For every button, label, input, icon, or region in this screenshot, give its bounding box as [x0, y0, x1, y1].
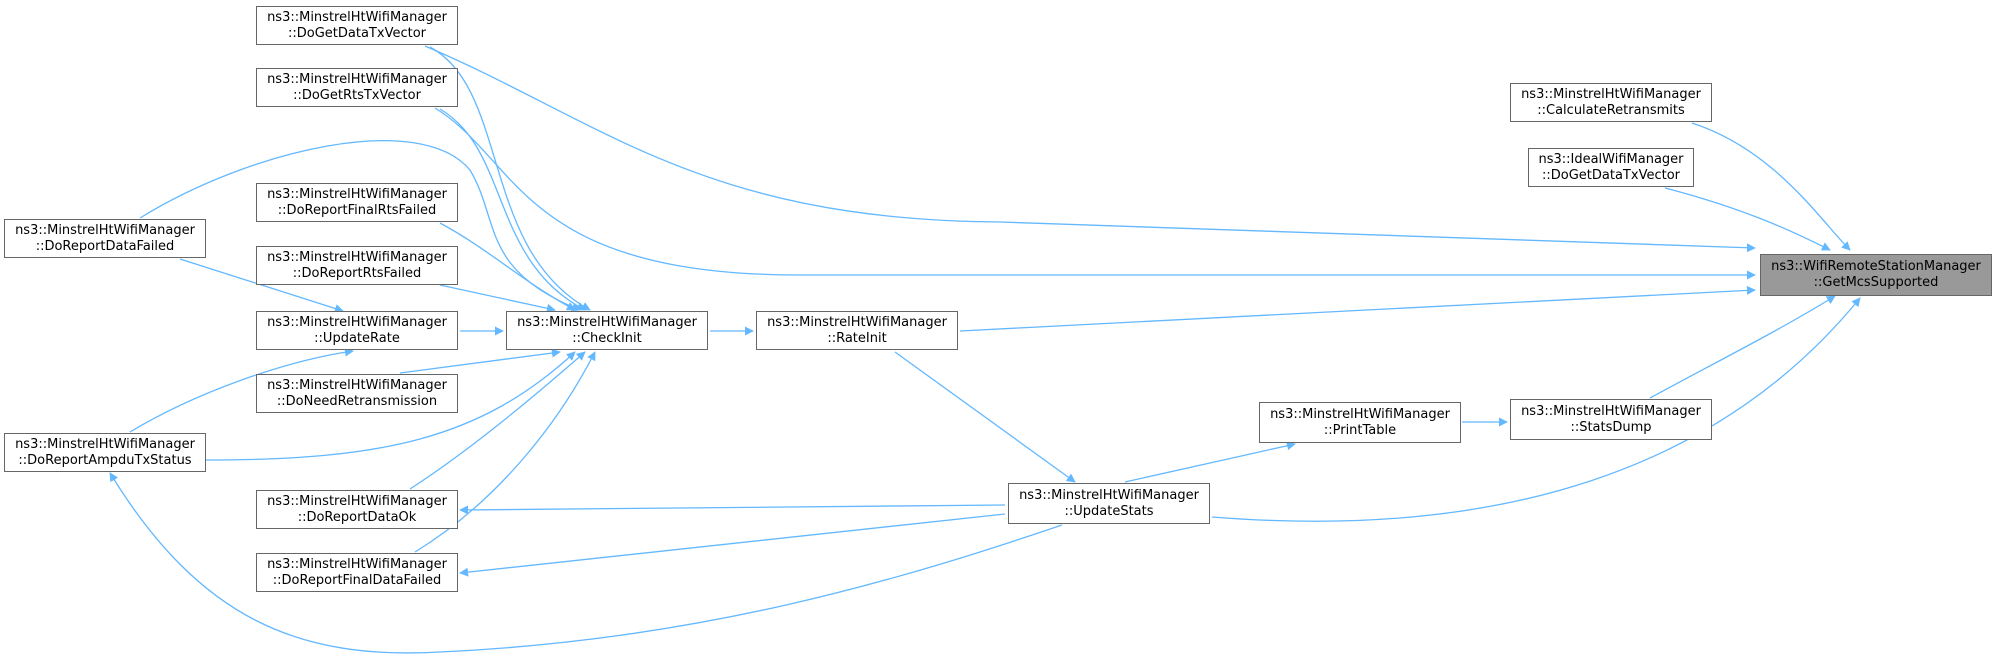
edge-getrtstx-root — [434, 107, 1756, 280]
node-label-line2: ::DoGetDataTxVector — [288, 25, 426, 41]
node-printtable[interactable]: ns3::MinstrelHtWifiManager ::PrintTable — [1259, 402, 1461, 443]
node-rateinit[interactable]: ns3::MinstrelHtWifiManager ::RateInit — [756, 311, 958, 350]
node-root-getmcssupported: ns3::WifiRemoteStationManager ::GetMcsSu… — [1760, 254, 1992, 296]
edge-datafailed-updaterate — [179, 258, 344, 313]
node-label-line2: ::UpdateRate — [314, 330, 400, 346]
node-dogetrtstxvector[interactable]: ns3::MinstrelHtWifiManager ::DoGetRtsTxV… — [256, 68, 458, 107]
edge-dataok-checkinit — [409, 351, 586, 490]
node-label-line1: ns3::IdealWifiManager — [1538, 151, 1684, 167]
node-label-line2: ::PrintTable — [1323, 422, 1397, 438]
node-label-line1: ns3::MinstrelHtWifiManager — [267, 186, 447, 202]
node-dogetdatatxvector[interactable]: ns3::MinstrelHtWifiManager ::DoGetDataTx… — [256, 6, 458, 45]
node-label-line1: ns3::MinstrelHtWifiManager — [15, 436, 195, 452]
node-label-line2: ::CalculateRetransmits — [1537, 102, 1685, 118]
node-label-line2: ::DoGetRtsTxVector — [293, 87, 421, 103]
edge-updatestats-printtable — [1124, 441, 1296, 483]
node-label-line2: ::DoNeedRetransmission — [276, 393, 438, 409]
node-checkinit[interactable]: ns3::MinstrelHtWifiManager ::CheckInit — [506, 311, 708, 350]
node-label-line1: ns3::MinstrelHtWifiManager — [267, 249, 447, 265]
node-label-line1: ns3::MinstrelHtWifiManager — [767, 314, 947, 330]
node-label-line2: ::DoReportFinalRtsFailed — [277, 202, 437, 218]
node-doneedretransmission[interactable]: ns3::MinstrelHtWifiManager ::DoNeedRetra… — [256, 374, 458, 413]
node-label-line1: ns3::MinstrelHtWifiManager — [1270, 406, 1450, 422]
edge-updatestats-root — [1211, 297, 1861, 522]
node-label-line1: ns3::MinstrelHtWifiManager — [267, 493, 447, 509]
edge-updatestats-ampdutx — [109, 472, 1063, 654]
edge-finalrtsfailed-checkinit — [439, 222, 576, 311]
node-label-line1: ns3::MinstrelHtWifiManager — [1521, 86, 1701, 102]
edge-updatestats-finaldatafailed — [459, 513, 1006, 577]
node-label-line2: ::DoReportFinalDataFailed — [272, 572, 442, 588]
node-doreportdatafailed[interactable]: ns3::MinstrelHtWifiManager ::DoReportDat… — [4, 219, 206, 258]
node-ideal-dogetdatatxvector[interactable]: ns3::IdealWifiManager ::DoGetDataTxVecto… — [1528, 148, 1694, 187]
edge-getrtstx-checkinit — [439, 108, 586, 311]
node-doreportfinalrtsfailed[interactable]: ns3::MinstrelHtWifiManager ::DoReportFin… — [256, 183, 458, 222]
edge-finaldatafailed-checkinit — [414, 351, 596, 553]
node-label-line2: ::DoReportDataOk — [297, 509, 417, 525]
node-label-line1: ns3::MinstrelHtWifiManager — [267, 556, 447, 572]
node-doreportampdutxstatus[interactable]: ns3::MinstrelHtWifiManager ::DoReportAmp… — [4, 433, 206, 472]
node-label-line2: ::DoReportDataFailed — [35, 238, 175, 254]
edge-ampdutx-updaterate — [129, 347, 354, 433]
node-label-line1: ns3::MinstrelHtWifiManager — [267, 71, 447, 87]
node-label-line2: ::StatsDump — [1570, 419, 1652, 435]
node-label-line2: ::GetMcsSupported — [1813, 275, 1939, 290]
node-doreportfinaldatafailed[interactable]: ns3::MinstrelHtWifiManager ::DoReportFin… — [256, 553, 458, 592]
node-label-line1: ns3::WifiRemoteStationManager — [1771, 259, 1981, 274]
node-label-line2: ::DoReportRtsFailed — [292, 265, 422, 281]
edge-calcretransmits-root — [1691, 122, 1851, 251]
edge-needretrans-checkinit — [399, 348, 561, 374]
edge-statsdump-root — [1649, 295, 1836, 399]
node-label-line2: ::DoGetDataTxVector — [1542, 167, 1680, 183]
node-statsdump[interactable]: ns3::MinstrelHtWifiManager ::StatsDump — [1510, 399, 1712, 440]
node-label-line1: ns3::MinstrelHtWifiManager — [267, 377, 447, 393]
edge-datafailed-checkinit — [139, 140, 581, 312]
node-label-line2: ::CheckInit — [572, 330, 642, 346]
node-label-line1: ns3::MinstrelHtWifiManager — [267, 9, 447, 25]
node-calculate-retransmits[interactable]: ns3::MinstrelHtWifiManager ::CalculateRe… — [1510, 83, 1712, 122]
edge-updatestats-dataok — [459, 504, 1006, 515]
node-label-line1: ns3::MinstrelHtWifiManager — [1019, 487, 1199, 503]
node-label-line2: ::UpdateStats — [1064, 503, 1154, 519]
node-label-line1: ns3::MinstrelHtWifiManager — [1521, 403, 1701, 419]
node-label-line1: ns3::MinstrelHtWifiManager — [517, 314, 697, 330]
edge-rateinit-updatestats — [894, 351, 1076, 483]
edge-getdatatx-root — [424, 45, 1756, 253]
edge-ampdutx-checkinit — [204, 351, 576, 461]
node-label-line1: ns3::MinstrelHtWifiManager — [267, 314, 447, 330]
node-label-line1: ns3::MinstrelHtWifiManager — [15, 222, 195, 238]
node-label-line2: ::DoReportAmpduTxStatus — [18, 452, 192, 468]
edge-idealdatatx-root — [1664, 187, 1831, 251]
node-doreportdataok[interactable]: ns3::MinstrelHtWifiManager ::DoReportDat… — [256, 490, 458, 529]
node-doreportrtsfailed[interactable]: ns3::MinstrelHtWifiManager ::DoReportRts… — [256, 246, 458, 285]
node-updaterate[interactable]: ns3::MinstrelHtWifiManager ::UpdateRate — [256, 311, 458, 350]
edge-rtsfailed-checkinit — [439, 284, 556, 313]
edge-rateinit-root — [959, 285, 1756, 332]
node-updatestats[interactable]: ns3::MinstrelHtWifiManager ::UpdateStats — [1008, 483, 1210, 524]
node-label-line2: ::RateInit — [827, 330, 887, 346]
